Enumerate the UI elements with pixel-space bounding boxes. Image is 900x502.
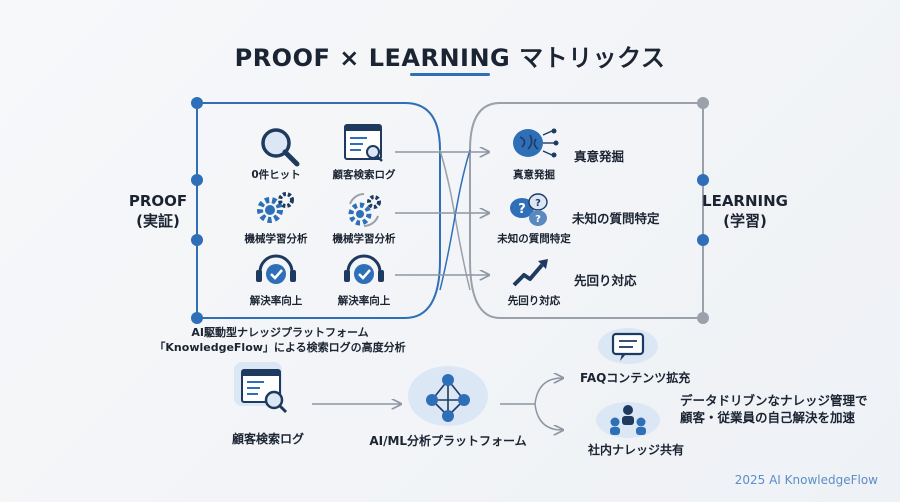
cross-curve-b <box>439 149 471 291</box>
svg-text:?: ? <box>518 202 526 217</box>
proof-item-label: 0件ヒット <box>251 169 301 181</box>
learning-item-label: 先回り対応 <box>507 295 561 307</box>
source-log-icon <box>234 362 288 414</box>
proof-item-label: 解決率向上 <box>337 295 391 307</box>
learning-item-label: 未知の質問特定 <box>497 233 571 245</box>
flow-output-team-label: 社内ナレッジ共有 <box>588 443 685 457</box>
flow-platform-label: AI/ML分析プラットフォーム <box>369 434 527 448</box>
proof-item-label: 顧客検索ログ <box>332 169 396 181</box>
learning-frame-dots-blue <box>697 174 709 246</box>
faq-chat-icon <box>598 328 658 364</box>
page-title: PROOF × LEARNING マトリックス <box>234 44 666 72</box>
platform-caption: AI駆動型ナレッジプラットフォーム 「KnowledgeFlow」による検索ログ… <box>150 325 410 355</box>
svg-text:?: ? <box>535 214 541 225</box>
flow-branch-upper <box>534 378 562 405</box>
learning-side-label: 未知の質問特定 <box>572 211 660 226</box>
flow-output-faq-label: FAQコンテンツ拡充 <box>580 371 691 385</box>
footer-credit: 2025 AI KnowledgeFlow <box>734 473 878 487</box>
search-log-icon <box>344 124 383 162</box>
flow-source-label: 顧客検索ログ <box>231 432 304 446</box>
flow-summary-line2: 顧客・従業員の自己解決を加速 <box>680 410 856 425</box>
proof-label-main: PROOF <box>128 192 188 210</box>
learning-label: LEARNING (学習) <box>700 191 790 231</box>
proof-frame-dots <box>191 97 203 324</box>
learning-frame <box>469 102 704 319</box>
proof-item-label: 機械学習分析 <box>332 233 396 245</box>
learning-side-label: 先回り対応 <box>574 273 637 288</box>
platform-caption-line2: 「KnowledgeFlow」による検索ログの高度分析 <box>154 341 406 354</box>
proof-label: PROOF (実証) <box>118 191 198 231</box>
flow-summary: データドリブンなナレッジ管理で 顧客・従業員の自己解決を加速 <box>680 392 868 426</box>
flow-summary-line1: データドリブンなナレッジ管理で <box>680 393 868 408</box>
question-bubbles-icon: ? ? ? <box>510 193 548 226</box>
proof-item-label: 機械学習分析 <box>244 233 308 245</box>
trend-up-icon <box>512 259 548 287</box>
gears-icon <box>257 192 294 223</box>
brain-icon <box>513 128 559 158</box>
gears-cycle-icon <box>348 193 381 227</box>
flow-branch-lower <box>534 403 562 430</box>
learning-item-label: 真意発掘 <box>513 169 555 181</box>
headset-check-icon <box>256 254 296 284</box>
team-share-icon <box>596 402 660 438</box>
title-underline <box>410 73 490 76</box>
platform-caption-line1: AI駆動型ナレッジプラットフォーム <box>191 326 369 339</box>
magnifier-icon <box>261 128 300 167</box>
proof-frame <box>196 102 441 319</box>
learning-label-sub: (学習) <box>723 212 767 230</box>
learning-label-main: LEARNING <box>702 192 788 210</box>
learning-side-label: 真意発掘 <box>574 149 625 164</box>
svg-text:?: ? <box>535 198 541 209</box>
headset-check-icon-2 <box>344 254 384 284</box>
learning-frame-dots <box>697 97 709 324</box>
proof-item-label: 解決率向上 <box>249 295 303 307</box>
network-icon <box>408 366 488 426</box>
proof-label-sub: (実証) <box>136 212 180 230</box>
